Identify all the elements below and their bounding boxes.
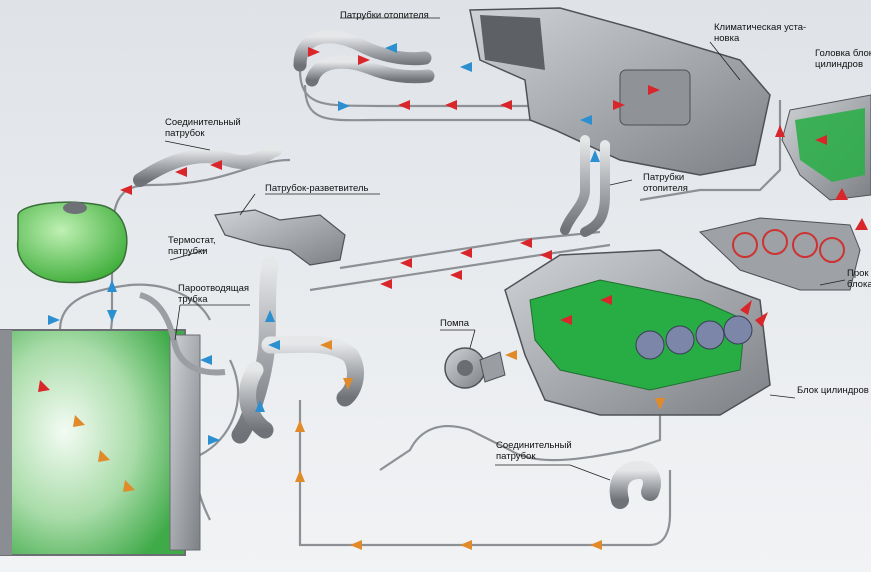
label-climate-unit-line1: Климатическая уста- bbox=[714, 22, 807, 33]
label-thermostat-line2: патрубки bbox=[168, 246, 208, 257]
label-gasket: Прок блока bbox=[847, 268, 871, 290]
label-gasket-line1: Прок bbox=[847, 268, 869, 279]
label-connecting-hose-bottom: Соединительный патрубок bbox=[496, 440, 572, 462]
water-pump bbox=[444, 347, 506, 389]
label-branch-hose: Патрубок-разветвитель bbox=[265, 183, 369, 194]
cylinder-block bbox=[504, 249, 771, 416]
connecting-hose-top bbox=[133, 143, 282, 187]
heater-hoses-top bbox=[293, 30, 435, 87]
flow-arrows-hot bbox=[38, 47, 868, 392]
label-heater-hoses-mid-line1: Патрубки bbox=[643, 172, 685, 183]
flow-arrows-cold bbox=[48, 43, 600, 445]
flow-arrows-warm bbox=[73, 340, 665, 550]
steam-tube bbox=[139, 292, 226, 376]
label-connecting-hose-top: Соединительный патрубок bbox=[165, 117, 241, 139]
label-thermostat: Термостат, патрубки bbox=[168, 235, 216, 257]
head-gasket bbox=[698, 217, 861, 291]
climate-unit bbox=[469, 7, 771, 176]
label-climate-unit: Климатическая уста- новка bbox=[714, 22, 806, 44]
label-steam-tube-line1: Пароотводящая bbox=[178, 283, 250, 294]
expansion-tank bbox=[16, 201, 128, 284]
label-pump: Помпа bbox=[440, 318, 470, 329]
label-connecting-hose-top-line1: Соединительный bbox=[165, 117, 241, 128]
heater-hoses-mid bbox=[560, 135, 610, 237]
leader-lines bbox=[164, 17, 846, 481]
label-cylinder-block: Блок цилиндров bbox=[797, 385, 869, 396]
thermostat-hoses bbox=[231, 256, 364, 444]
label-gasket-line2: блока bbox=[847, 279, 871, 290]
label-connecting-hose-bottom-line2: патрубок bbox=[496, 451, 536, 462]
label-cylinder-head-line1: Головка блок bbox=[815, 48, 871, 59]
label-climate-unit-line2: новка bbox=[714, 33, 740, 44]
label-cylinder-head-line2: цилиндров bbox=[815, 59, 864, 70]
connecting-hose-bottom bbox=[609, 460, 661, 509]
label-heater-hoses-top: Патрубки отопителя bbox=[340, 10, 429, 21]
branch-hose bbox=[214, 209, 346, 266]
label-steam-tube: Пароотводящая трубка bbox=[178, 283, 249, 305]
label-heater-hoses-mid-line2: отопителя bbox=[643, 183, 688, 194]
label-thermostat-line1: Термостат, bbox=[168, 235, 216, 246]
label-heater-hoses-mid: Патрубки отопителя bbox=[643, 172, 688, 194]
radiator bbox=[0, 329, 201, 556]
label-connecting-hose-top-line2: патрубок bbox=[165, 128, 205, 139]
label-steam-tube-line2: трубка bbox=[178, 294, 208, 305]
cylinder-head bbox=[781, 94, 871, 201]
label-connecting-hose-bottom-line1: Соединительный bbox=[496, 440, 572, 451]
label-cylinder-head: Головка блок цилиндров bbox=[815, 48, 871, 70]
